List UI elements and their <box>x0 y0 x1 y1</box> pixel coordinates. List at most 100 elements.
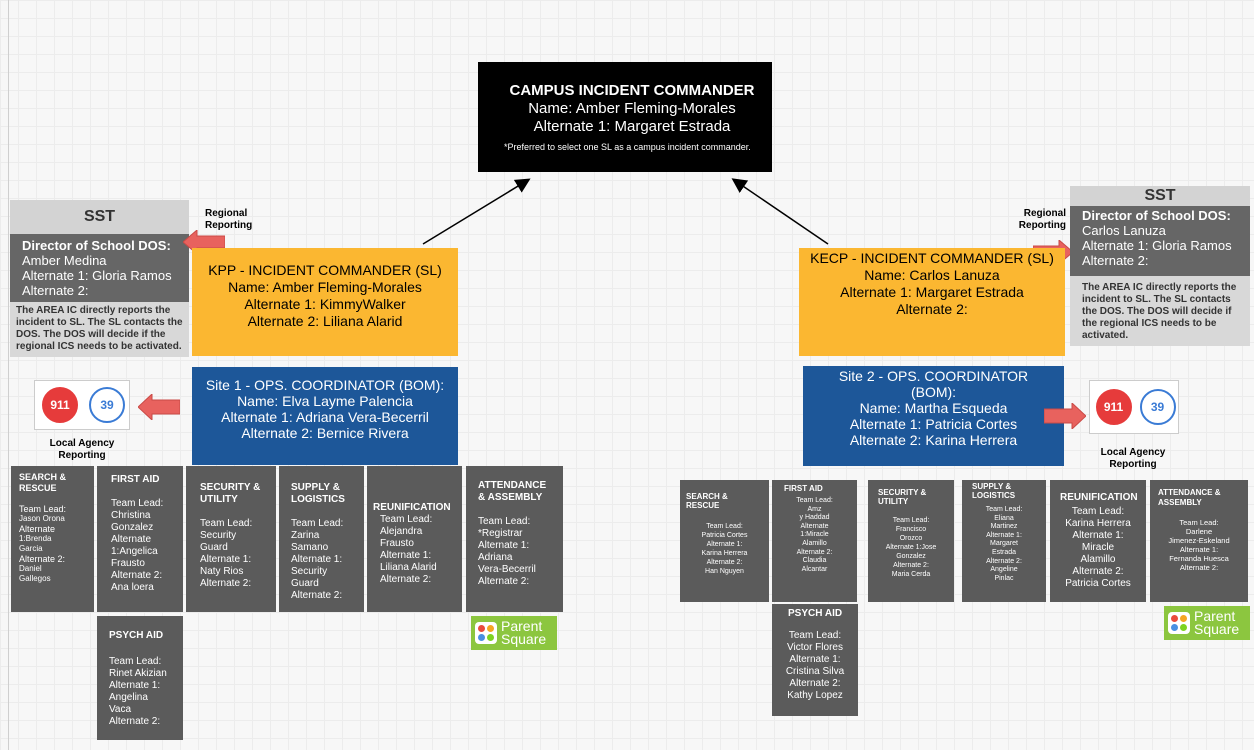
left-attendance-title: ATTENDANCE & ASSEMBLY <box>478 480 547 503</box>
site1-ops-coordinator-box: Site 1 - OPS. COORDINATOR (BOM): Name: E… <box>192 367 458 465</box>
kpp-ic-alt1: Alternate 1: KimmyWalker <box>244 296 406 312</box>
parent-square-text: Square <box>1194 621 1240 637</box>
left-search-line: 1:Brenda <box>19 534 52 543</box>
right-attendance-line: Jimenez-Eskeland <box>1168 536 1230 545</box>
sst-left-title: Director of School DOS: <box>22 238 171 253</box>
campus-commander-name: Name: Amber Fleming-Morales <box>528 100 736 117</box>
right-reunification-line: Team Lead: <box>1071 506 1125 517</box>
emergency-911-icon: 911 <box>39 384 81 426</box>
campus-commander-box: CAMPUS INCIDENT COMMANDER Name: Amber Fl… <box>478 62 772 172</box>
campus-commander-note: *Preferred to select one SL as a campus … <box>504 142 751 152</box>
left-firstaid-line: Ana loera <box>111 582 154 593</box>
parent-square-logo-left: Parent Square <box>471 616 557 650</box>
left-psych-line: Rinet Akizian <box>109 668 167 679</box>
right-supply-line: Estrada <box>991 548 1017 556</box>
right-supply-line: Martinez <box>990 523 1018 531</box>
sst-right-header: SST <box>1070 186 1250 206</box>
left-team-attendance-assembly: ATTENDANCE & ASSEMBLY Team Lead: *Regist… <box>466 466 563 612</box>
right-reunification-line: Miracle <box>1081 542 1115 553</box>
right-reunification-line: Karina Herrera <box>1065 518 1131 529</box>
right-psych-line: Alternate 1: <box>789 654 841 665</box>
kecp-incident-commander-box: KECP - INCIDENT COMMANDER (SL) Name: Car… <box>799 248 1065 356</box>
kecp-ic-alt1: Alternate 1: Margaret Estrada <box>840 284 1024 300</box>
right-attendance-title: ATTENDANCE & ASSEMBLY <box>1158 488 1221 507</box>
right-security-line: Orozco <box>899 535 923 542</box>
right-reunification-line: Alamillo <box>1080 554 1116 565</box>
right-search-title: SEARCH & RESCUE <box>686 492 728 510</box>
right-supply-line: Alternate 1: <box>986 531 1022 539</box>
left-search-line: Team Lead: <box>19 504 67 514</box>
left-supply-line: Security <box>291 566 328 577</box>
parent-square-icon <box>475 622 497 644</box>
right-supply-line: Margaret <box>989 540 1018 548</box>
local-agency-icons-right: 911 39 <box>1089 380 1179 434</box>
left-search-line: Daniel <box>19 564 42 573</box>
left-team-search-rescue: SEARCH & RESCUE Team Lead: Jason Orona A… <box>11 466 94 612</box>
sst-right: SST Director of School DOS: Carlos Lanuz… <box>1070 186 1250 346</box>
right-supply-line: Angeline <box>990 566 1018 574</box>
channel-39-icon: 39 <box>89 387 125 423</box>
sst-left-note: The AREA IC directly reports the inciden… <box>10 302 189 357</box>
local-agency-icons-left: 911 39 <box>34 380 130 430</box>
site2-ops-title: Site 2 - OPS. COORDINATOR (BOM): <box>838 368 1029 400</box>
site1-ops-alt1: Alternate 1: Adriana Vera-Becerril <box>221 409 429 425</box>
left-attendance-line: Vera-Becerril <box>478 564 536 575</box>
right-security-line: Francisco <box>895 526 927 533</box>
right-firstaid-line: Team Lead: <box>796 497 833 504</box>
left-reunification-line: Alternate 2: <box>380 574 432 585</box>
right-search-line: Karina Herrera <box>701 550 748 557</box>
right-team-security-utility: SECURITY & UTILITY Team Lead: Francisco … <box>868 480 954 602</box>
right-search-line: Patricia Cortes <box>701 532 748 539</box>
right-firstaid-line: Amz <box>807 505 822 513</box>
left-firstaid-line: Team Lead: <box>111 498 164 509</box>
right-reunification-line: Alternate 1: <box>1072 530 1124 541</box>
left-team-psych-aid: PSYCH AID Team Lead: Rinet Akizian Alter… <box>97 616 183 740</box>
sst-left: SST Director of School DOS: Amber Medina… <box>10 200 189 357</box>
right-psych-line: Team Lead: <box>788 630 842 641</box>
right-supply-line: Team Lead: <box>985 506 1023 513</box>
right-firstaid-title: FIRST AID <box>784 484 823 493</box>
right-search-line: Han Nguyen <box>705 568 744 575</box>
sst-left-name: Amber Medina <box>22 253 107 268</box>
left-firstaid-title: FIRST AID <box>111 474 160 485</box>
left-security-line: Alternate 1: <box>200 554 252 565</box>
left-firstaid-line: Frausto <box>111 558 145 569</box>
right-team-attendance-assembly: ATTENDANCE & ASSEMBLY Team Lead: Darlene… <box>1150 480 1248 602</box>
site1-ops-name: Name: Elva Layme Palencia <box>237 393 413 409</box>
left-search-line: Alternate <box>19 524 56 534</box>
left-security-line: Alternate 2: <box>200 578 252 589</box>
left-search-line: Gallegos <box>19 574 51 583</box>
kecp-ic-title: KECP - INCIDENT COMMANDER (SL) <box>810 250 1054 266</box>
left-supply-line: Alternate 2: <box>291 590 343 601</box>
left-psych-line: Vaca <box>109 704 132 715</box>
right-attendance-line: Alternate 1: <box>1179 545 1219 554</box>
sst-right-note: The AREA IC directly reports the inciden… <box>1070 276 1250 346</box>
right-team-supply-logistics: SUPPLY & LOGISTICS Team Lead: Eliana Mar… <box>962 480 1046 602</box>
right-search-line: Team Lead: <box>706 523 743 530</box>
right-reunification-line: Alternate 2: <box>1072 566 1124 577</box>
arrow-local-left <box>138 394 180 420</box>
left-firstaid-line: Gonzalez <box>111 522 154 533</box>
right-psych-line: Kathy Lopez <box>787 690 843 701</box>
site1-ops-title: Site 1 - OPS. COORDINATOR (BOM): <box>205 377 445 393</box>
left-reunification-title: REUNIFICATION <box>373 502 451 513</box>
left-team-first-aid: FIRST AID Team Lead: Christina Gonzalez … <box>97 466 183 612</box>
right-supply-line: Eliana <box>994 514 1014 522</box>
site2-ops-coordinator-box: Site 2 - OPS. COORDINATOR (BOM): Name: M… <box>803 366 1064 466</box>
left-attendance-line: Alternate 1: <box>478 540 530 551</box>
sst-right-alt1: Alternate 1: Gloria Ramos <box>1082 238 1232 253</box>
left-supply-line: Alternate 1: <box>291 554 343 565</box>
local-agency-label-right: Local Agency Reporting <box>1100 447 1166 470</box>
left-supply-line: Samano <box>291 542 329 553</box>
right-team-first-aid: FIRST AID Team Lead: Amz y Haddad Altern… <box>772 480 857 602</box>
right-attendance-line: Fernanda Huesca <box>1169 554 1229 563</box>
left-search-title: SEARCH & RESCUE <box>19 472 67 493</box>
left-psych-line: Team Lead: <box>109 656 162 667</box>
left-reunification-line: Frausto <box>380 538 414 549</box>
kpp-ic-title: KPP - INCIDENT COMMANDER (SL) <box>208 262 442 278</box>
left-attendance-line: Alternate 2: <box>478 576 530 587</box>
parent-square-text: Square <box>501 631 547 647</box>
right-firstaid-line: Alcantar <box>801 565 828 573</box>
right-reunification-title: REUNIFICATION <box>1060 492 1138 503</box>
right-supply-line: Alternate 2: <box>986 557 1022 565</box>
